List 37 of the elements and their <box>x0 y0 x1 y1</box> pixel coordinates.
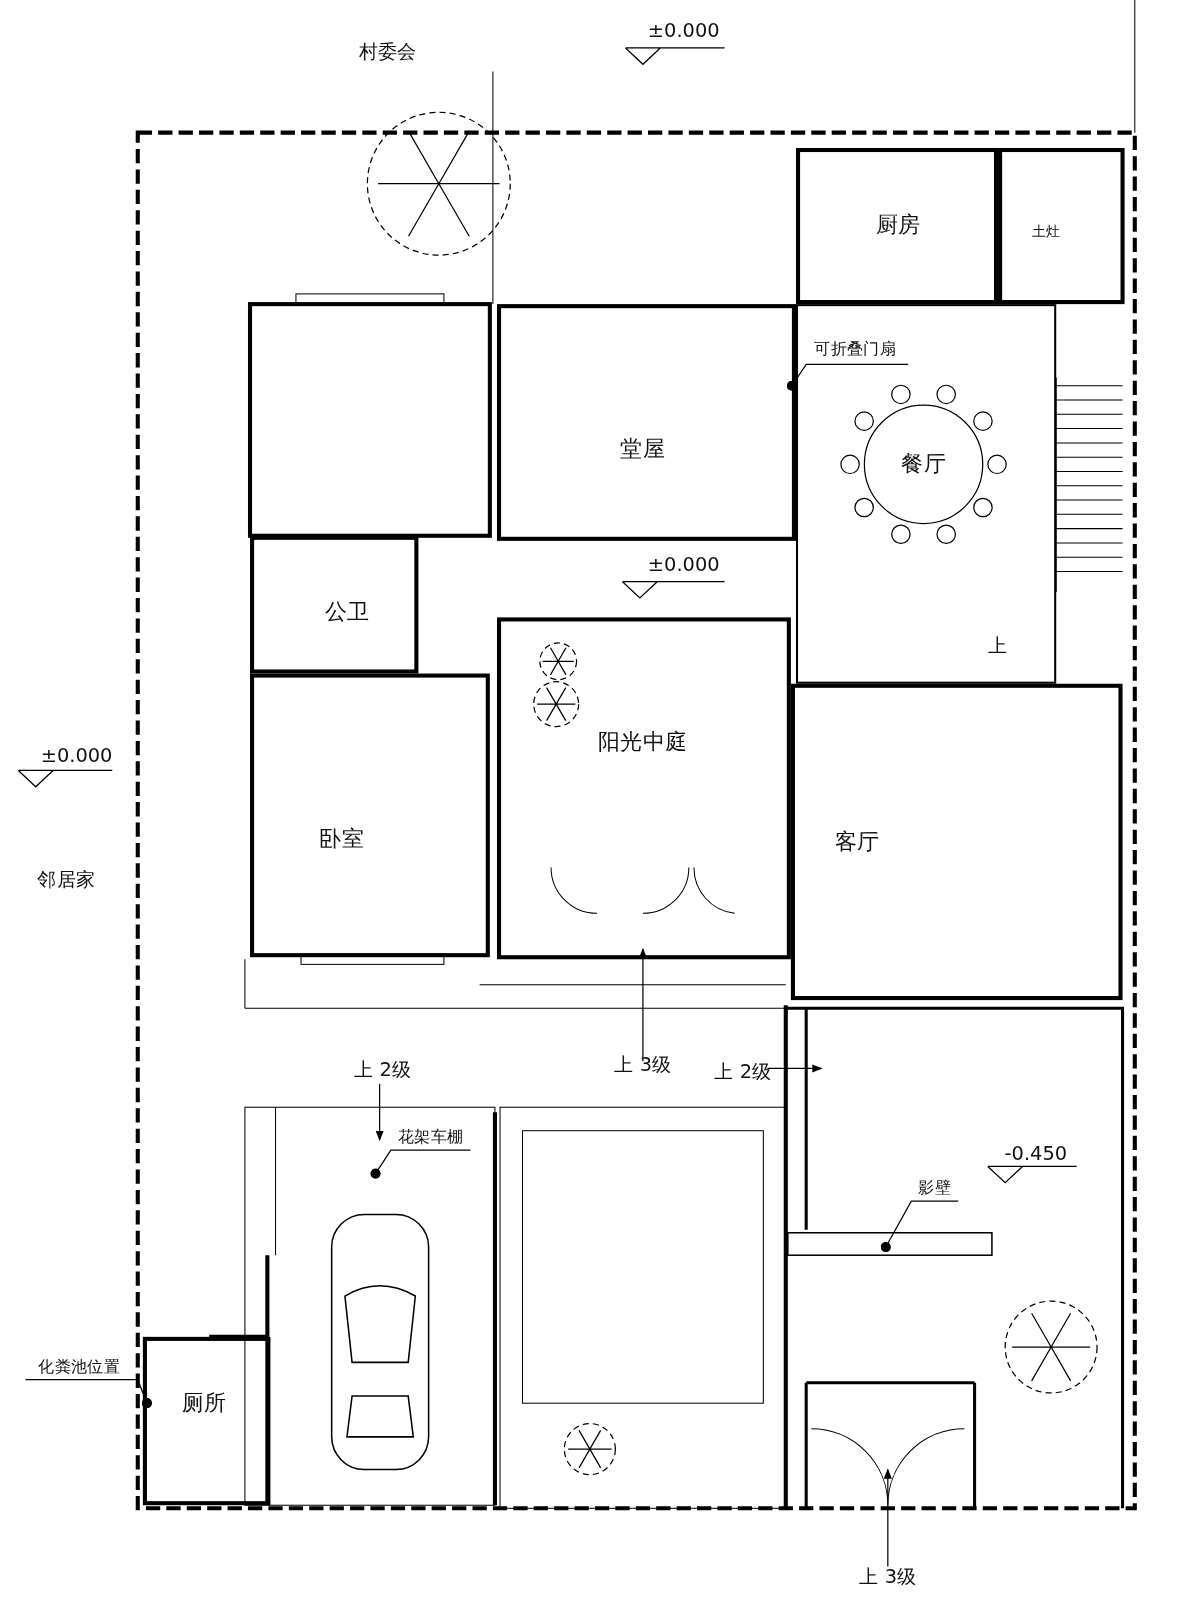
plan-label: 上 3级 <box>614 1053 672 1076</box>
room-label: 客厅 <box>834 829 880 855</box>
plan-label: 上 2级 <box>714 1060 772 1083</box>
room-outline <box>796 304 1057 684</box>
plan-label: 村委会 <box>358 40 417 62</box>
leader-line <box>24 1379 153 1409</box>
room-label: 卧室 <box>319 826 365 852</box>
room-outline <box>250 673 490 958</box>
room-outline <box>497 617 791 960</box>
room-label: 阳光中庭 <box>598 729 688 755</box>
room-label: 厨房 <box>875 212 921 237</box>
leader-line <box>370 1149 472 1179</box>
room-outline <box>790 683 1123 1001</box>
room-outline <box>142 1336 271 1506</box>
room-label: 堂屋 <box>620 436 666 462</box>
room-outline <box>998 147 1125 305</box>
plan-label: 上 2级 <box>354 1058 412 1081</box>
plan-label: 邻居家 <box>37 869 96 891</box>
plan-label: ±0.000 <box>40 744 113 766</box>
plan-label: 上 <box>988 634 1008 656</box>
plan-label: ±0.000 <box>647 19 720 42</box>
room-label: 公卫 <box>324 599 370 625</box>
callout-text: 可折叠门扇 <box>804 337 907 363</box>
plan-label: ±0.000 <box>647 553 720 575</box>
room-outline <box>250 535 419 674</box>
room-label: 厕所 <box>181 1390 227 1416</box>
plan-label: -0.450 <box>1004 1142 1068 1164</box>
room-label: 餐厅 <box>901 452 946 477</box>
room-outline <box>497 304 796 541</box>
callout-text: 化粪池位置 <box>25 1355 133 1380</box>
room-outline <box>796 147 999 305</box>
plan-label: 上 3级 <box>859 1566 917 1588</box>
leader-line <box>786 363 909 391</box>
room-label: 土灶 <box>1031 223 1061 240</box>
leader-line <box>880 1200 959 1253</box>
callout-text: 影壁 <box>911 1176 959 1202</box>
callout-text: 花架车棚 <box>390 1125 471 1151</box>
